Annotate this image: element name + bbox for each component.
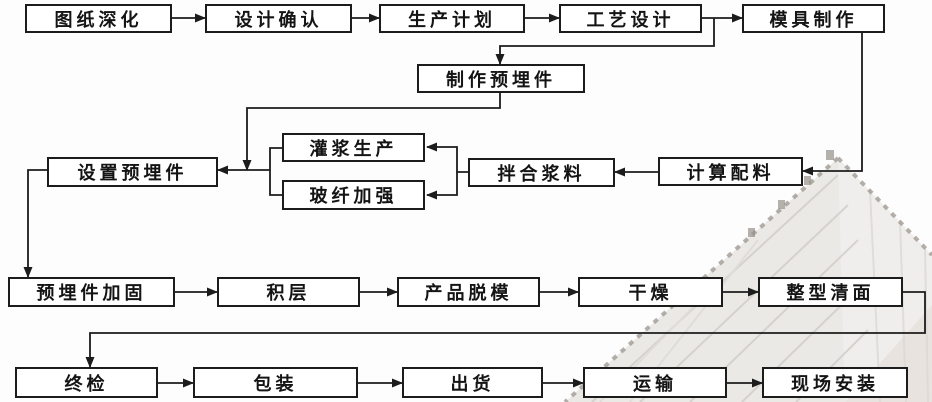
connector-mold-making-to-calc-ingredients [802, 33, 863, 176]
connector-mix-slurry-to-grouting-production [426, 142, 468, 173]
flow-node-mold-making: 模具制作 [742, 4, 885, 33]
flow-node-final-inspection: 终检 [15, 367, 158, 398]
connector-mix-slurry-to-fiberglass-reinforce [426, 172, 458, 200]
flow-node-lamination: 积层 [217, 277, 360, 307]
flow-node-make-embedded-parts: 制作预埋件 [417, 64, 585, 93]
flow-node-design-confirm: 设计确认 [205, 4, 352, 33]
flow-node-calc-ingredients: 计算配料 [658, 157, 803, 186]
flow-node-production-plan: 生产计划 [379, 4, 525, 33]
flow-node-embedded-parts-fixing: 预埋件加固 [8, 277, 175, 307]
flow-node-drawing-deepening: 图纸深化 [25, 4, 172, 33]
flow-node-site-installation: 现场安装 [762, 367, 908, 398]
flow-node-fiberglass-reinforce: 玻纤加强 [282, 180, 425, 210]
flow-node-shaping-cleaning: 整型清面 [758, 277, 903, 307]
connector-process-design-to-make-embedded-parts [495, 18, 715, 65]
flow-node-demolding: 产品脱模 [397, 277, 540, 307]
flow-node-shipment: 出货 [402, 367, 543, 398]
flow-node-packaging: 包装 [193, 367, 358, 398]
flow-node-grouting-production: 灌浆生产 [282, 133, 425, 162]
connector-make-embedded-parts-to-place-embedded-parts [242, 93, 501, 171]
flow-node-drying: 干燥 [578, 277, 723, 307]
flow-node-place-embedded-parts: 设置预埋件 [47, 157, 218, 187]
connector-place-embedded-parts-to-embedded-parts-fixing [23, 169, 47, 278]
flow-node-mix-slurry: 拌合浆料 [468, 158, 615, 187]
connector-grouting-production-to-fiberglass-reinforce [269, 147, 282, 196]
connector-shaping-cleaning-to-final-inspection [85, 291, 926, 368]
flow-node-transport: 运输 [583, 367, 727, 398]
flow-node-process-design: 工艺设计 [559, 4, 702, 33]
